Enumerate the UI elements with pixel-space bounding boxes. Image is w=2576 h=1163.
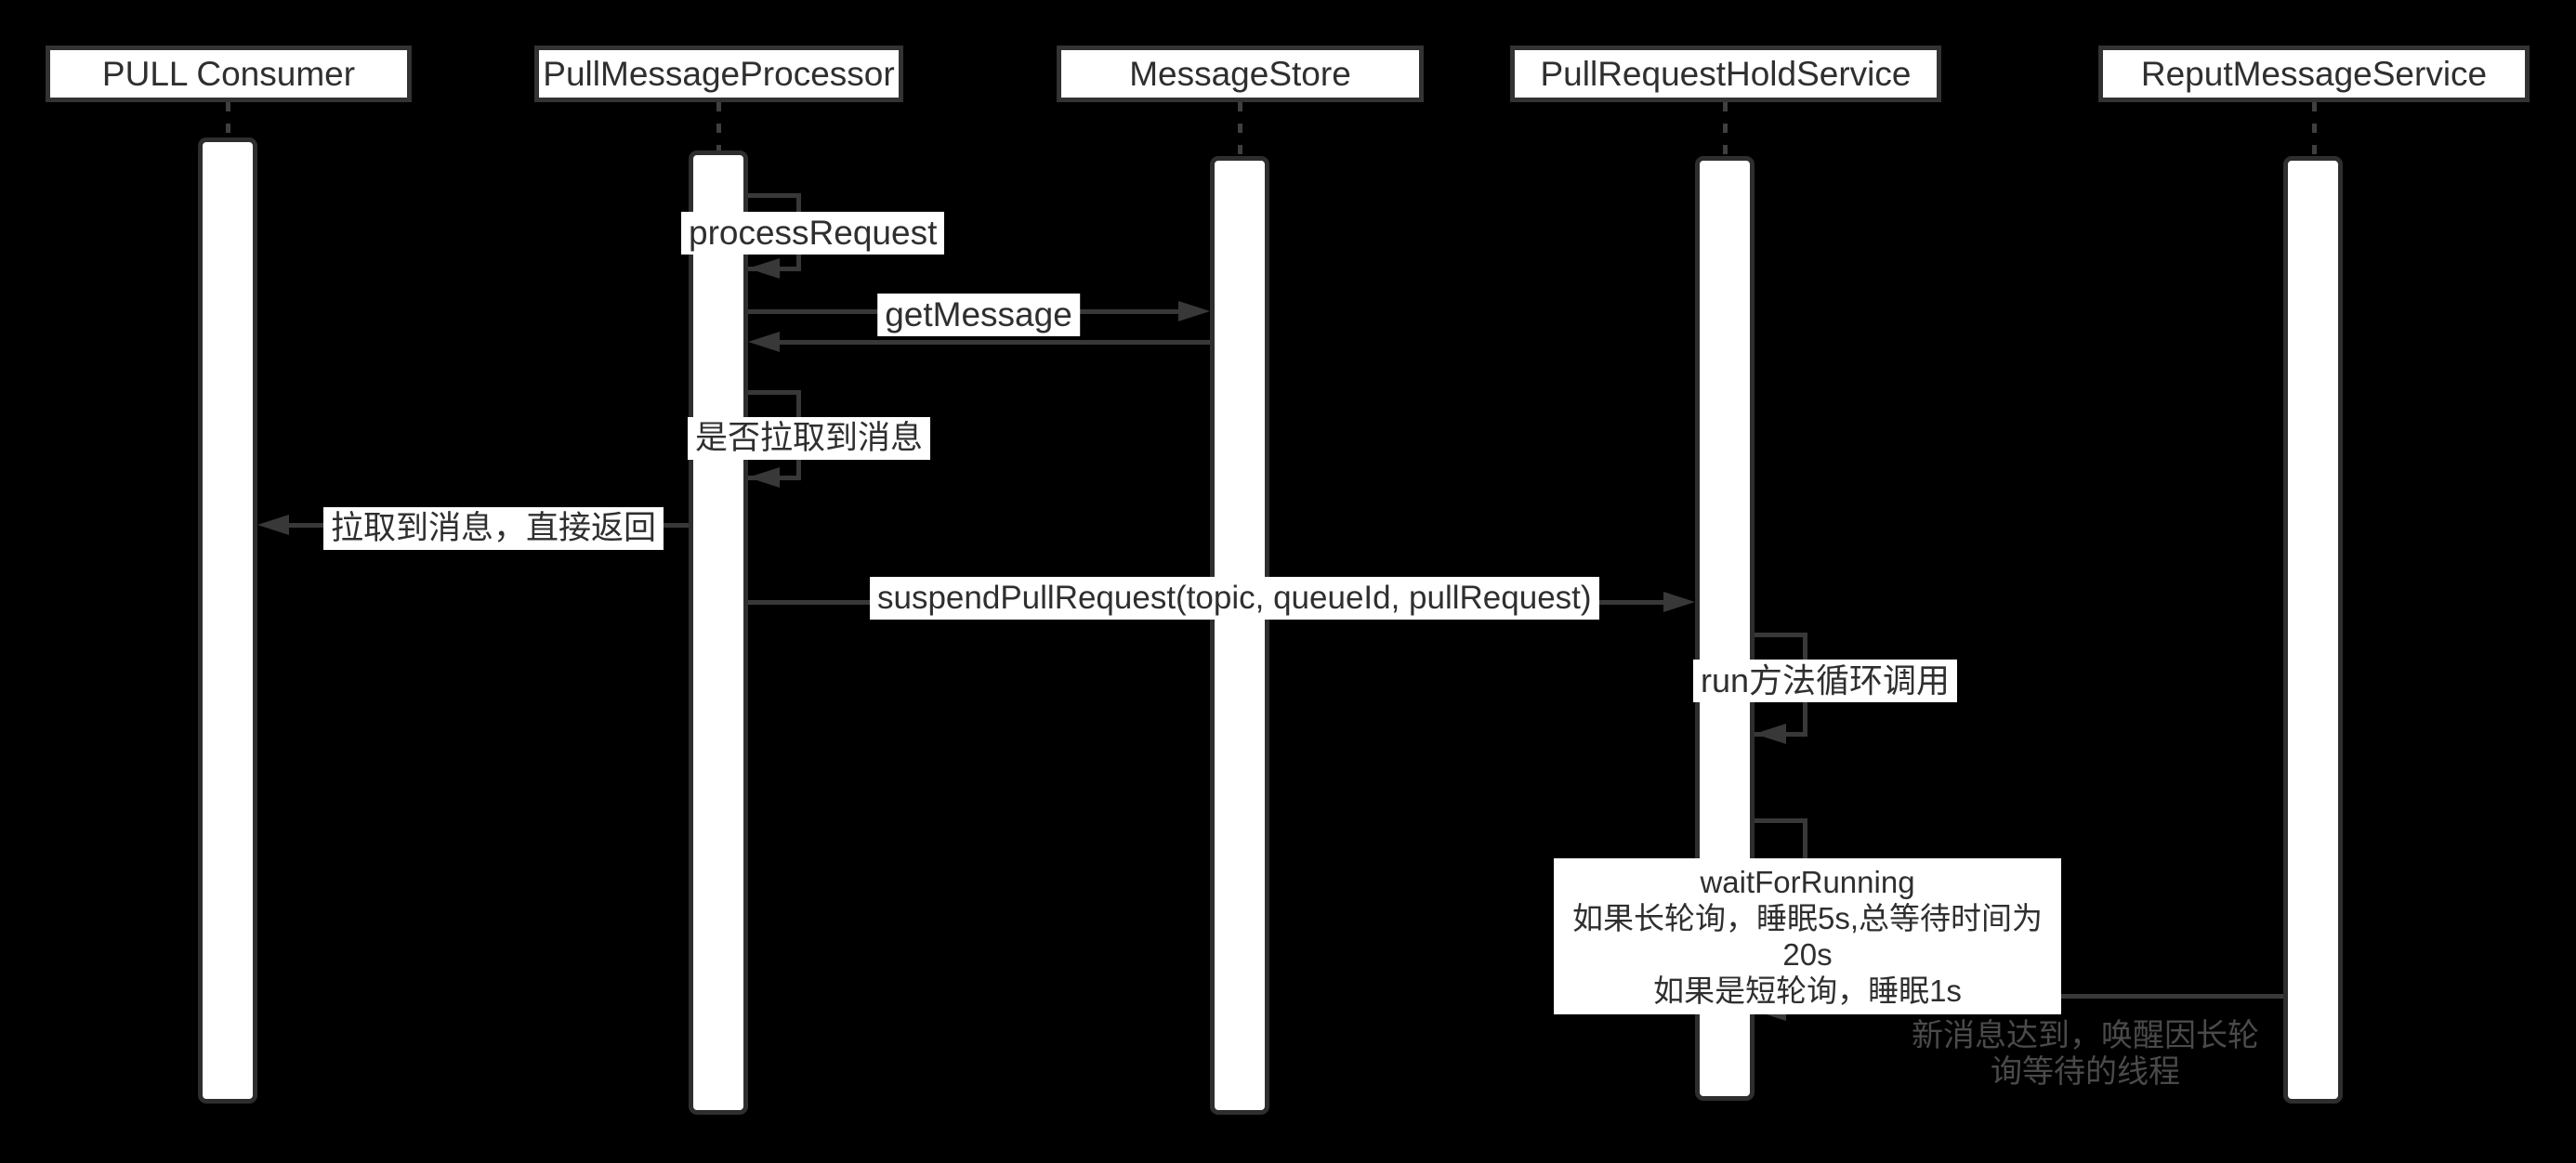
label-suspend-pull-request: suspendPullRequest(topic, queueId, pullR… <box>870 577 1599 620</box>
wait-for-running-line-3: 如果是短轮询，睡眠1s <box>1653 974 1962 1008</box>
participant-reput-message-service: ReputMessageService <box>2098 46 2530 102</box>
lifeline-pull-message-processor <box>716 102 721 152</box>
arrow-get-message-return <box>780 340 1210 345</box>
lifeline-pull-consumer <box>226 102 230 139</box>
participant-message-store: MessageStore <box>1057 46 1424 102</box>
arrowhead-get-message-return <box>748 332 780 352</box>
label-process-request: processRequest <box>681 212 945 255</box>
new-message-line-2: 询等待的线程 <box>1991 1054 2180 1090</box>
label-new-message-arrived: 新消息达到，唤醒因长轮 询等待的线程 <box>1890 1018 2280 1091</box>
activation-reput-message-service <box>2283 156 2343 1104</box>
lifeline-reput-message-service <box>2312 102 2317 158</box>
label-pulled-direct-return: 拉取到消息，直接返回 <box>323 507 664 550</box>
label-get-message: getMessage <box>877 294 1080 336</box>
wait-for-running-line-1: waitForRunning <box>1700 865 1915 899</box>
arrow-new-message-arrived <box>1871 994 2283 999</box>
participant-pull-consumer: PULL Consumer <box>46 46 412 102</box>
arrowhead-process-request <box>748 258 780 279</box>
label-check-pulled: 是否拉取到消息 <box>688 417 931 460</box>
label-wait-for-running: waitForRunning 如果长轮询，睡眠5s,总等待时间为20s 如果是短… <box>1554 858 2061 1014</box>
arrowhead-get-message <box>1178 301 1210 321</box>
arrowhead-suspend-pull-request <box>1663 592 1695 612</box>
lifeline-message-store <box>1238 102 1242 158</box>
participant-pull-message-processor: PullMessageProcessor <box>534 46 903 102</box>
arrowhead-pulled-direct-return <box>257 515 289 535</box>
arrowhead-run-loop <box>1755 724 1786 744</box>
activation-pull-consumer <box>198 137 257 1104</box>
activation-message-store <box>1210 156 1269 1115</box>
arrowhead-check-pulled <box>748 467 780 488</box>
label-run-loop: run方法循环调用 <box>1693 660 1958 702</box>
new-message-line-1: 新消息达到，唤醒因长轮 <box>1912 1018 2259 1053</box>
participant-pull-request-hold-service: PullRequestHoldService <box>1510 46 1941 102</box>
activation-pull-message-processor <box>689 150 748 1115</box>
wait-for-running-line-2: 如果长轮询，睡眠5s,总等待时间为20s <box>1571 901 2044 972</box>
lifeline-pull-request-hold-service <box>1723 102 1728 158</box>
